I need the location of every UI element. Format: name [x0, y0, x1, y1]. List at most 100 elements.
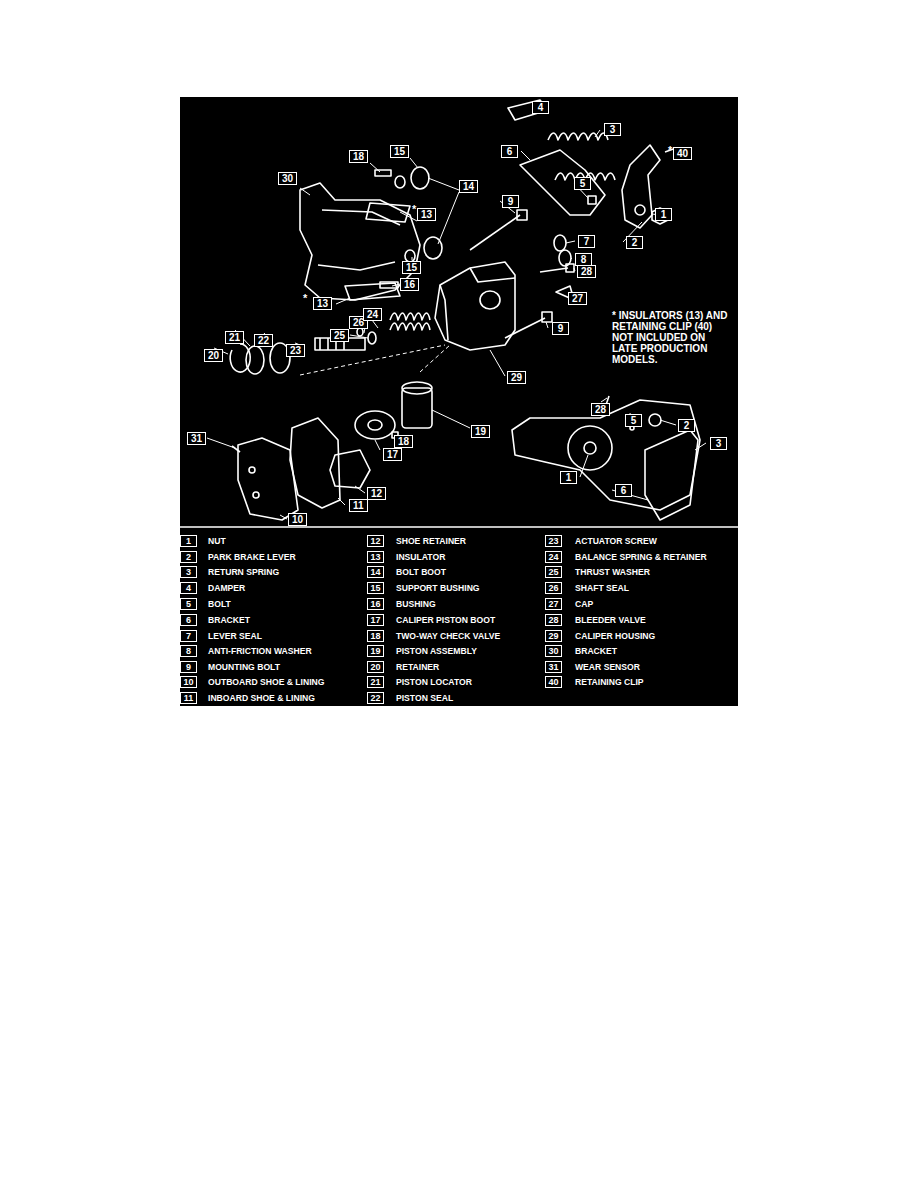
callout-number: 17 [383, 448, 402, 461]
callout-number: 16 [400, 278, 419, 291]
callout-number: 4 [180, 582, 197, 594]
callout-number: 12 [367, 487, 386, 500]
part-name: BOLT BOOT [396, 567, 446, 577]
callout-number: 27 [545, 598, 562, 610]
asterisk-mark: * [412, 204, 416, 215]
part-name: NUT [208, 536, 226, 546]
callout-number: 1 [560, 471, 577, 484]
callout-number: 28 [577, 265, 596, 278]
callout-number: 6 [180, 614, 197, 626]
part-name: BUSHING [396, 599, 436, 609]
callout-number: 12 [367, 535, 384, 547]
part-name: BOLT [208, 599, 231, 609]
callout-number: 28 [545, 614, 562, 626]
callout-number: 15 [402, 261, 421, 274]
callout-number: 30 [278, 172, 297, 185]
callout-number: 1 [180, 535, 197, 547]
part-name: TWO-WAY CHECK VALVE [396, 631, 500, 641]
callout-number: 4 [532, 101, 549, 114]
callout-number: 13 [367, 551, 384, 563]
callout-number: 9 [180, 661, 197, 673]
callout-number: 18 [349, 150, 368, 163]
callout-number: 15 [390, 145, 409, 158]
callout-number: 25 [545, 566, 562, 578]
callout-number: 11 [180, 692, 197, 704]
part-name: INSULATOR [396, 552, 445, 562]
callout-number: 9 [552, 322, 569, 335]
callout-number: 3 [180, 566, 197, 578]
callout-number: 2 [626, 236, 643, 249]
callout-number: 8 [180, 645, 197, 657]
callout-number: 22 [254, 334, 273, 347]
callout-number: 10 [180, 676, 197, 688]
callout-number: 3 [604, 123, 621, 136]
part-name: BALANCE SPRING & RETAINER [575, 552, 707, 562]
part-name: OUTBOARD SHOE & LINING [208, 677, 325, 687]
callout-number: 6 [501, 145, 518, 158]
callout-number: 24 [363, 308, 382, 321]
callout-number: 5 [625, 414, 642, 427]
callout-number: 11 [349, 499, 368, 512]
part-name: SHOE RETAINER [396, 536, 466, 546]
callout-number: 14 [459, 180, 478, 193]
callout-number: 14 [367, 566, 384, 578]
callout-number: 18 [394, 435, 413, 448]
callout-number: 5 [180, 598, 197, 610]
part-name: ACTUATOR SCREW [575, 536, 657, 546]
part-name: BRACKET [208, 615, 250, 625]
part-name: CAP [575, 599, 593, 609]
callout-number: 23 [286, 344, 305, 357]
part-name: CALIPER PISTON BOOT [396, 615, 495, 625]
callout-number: 9 [502, 195, 519, 208]
part-name: RETAINER [396, 662, 439, 672]
callout-number: 7 [578, 235, 595, 248]
callout-number: 40 [673, 147, 692, 160]
callout-number: 29 [507, 371, 526, 384]
asterisk-mark: * [668, 145, 672, 156]
callout-number: 25 [330, 329, 349, 342]
callout-number: 22 [367, 692, 384, 704]
part-name: SUPPORT BUSHING [396, 583, 480, 593]
callout-number: 17 [367, 614, 384, 626]
part-name: PISTON SEAL [396, 693, 453, 703]
callout-number: 5 [574, 177, 591, 190]
callout-number: 3 [710, 437, 727, 450]
callout-number: 23 [545, 535, 562, 547]
callout-number: 27 [568, 292, 587, 305]
part-name: PISTON ASSEMBLY [396, 646, 477, 656]
part-name: THRUST WASHER [575, 567, 650, 577]
part-name: BRACKET [575, 646, 617, 656]
callout-number: 13 [417, 208, 436, 221]
callout-number: 19 [367, 645, 384, 657]
callout-number: 1 [655, 208, 672, 221]
callout-number: 15 [367, 582, 384, 594]
callout-number: 40 [545, 676, 562, 688]
part-name: PARK BRAKE LEVER [208, 552, 296, 562]
callout-number: 29 [545, 630, 562, 642]
callout-number: 13 [313, 297, 332, 310]
part-name: BLEEDER VALVE [575, 615, 646, 625]
part-name: DAMPER [208, 583, 245, 593]
callout-number: 21 [367, 676, 384, 688]
callout-number: 24 [545, 551, 562, 563]
callout-number: 31 [187, 432, 206, 445]
callout-number: 20 [367, 661, 384, 673]
part-name: CALIPER HOUSING [575, 631, 655, 641]
part-name: LEVER SEAL [208, 631, 262, 641]
callout-number: 2 [678, 419, 695, 432]
footnote: * INSULATORS (13) AND RETAINING CLIP (40… [612, 310, 730, 365]
callout-number: 26 [545, 582, 562, 594]
part-name: INBOARD SHOE & LINING [208, 693, 315, 703]
part-name: MOUNTING BOLT [208, 662, 280, 672]
part-name: SHAFT SEAL [575, 583, 629, 593]
callout-number: 19 [471, 425, 490, 438]
callout-number: 16 [367, 598, 384, 610]
asterisk-mark: * [303, 293, 307, 304]
callout-number: 2 [180, 551, 197, 563]
callout-number: 28 [591, 403, 610, 416]
callout-number: 18 [367, 630, 384, 642]
callout-number: 6 [615, 484, 632, 497]
part-name: RETAINING CLIP [575, 677, 644, 687]
